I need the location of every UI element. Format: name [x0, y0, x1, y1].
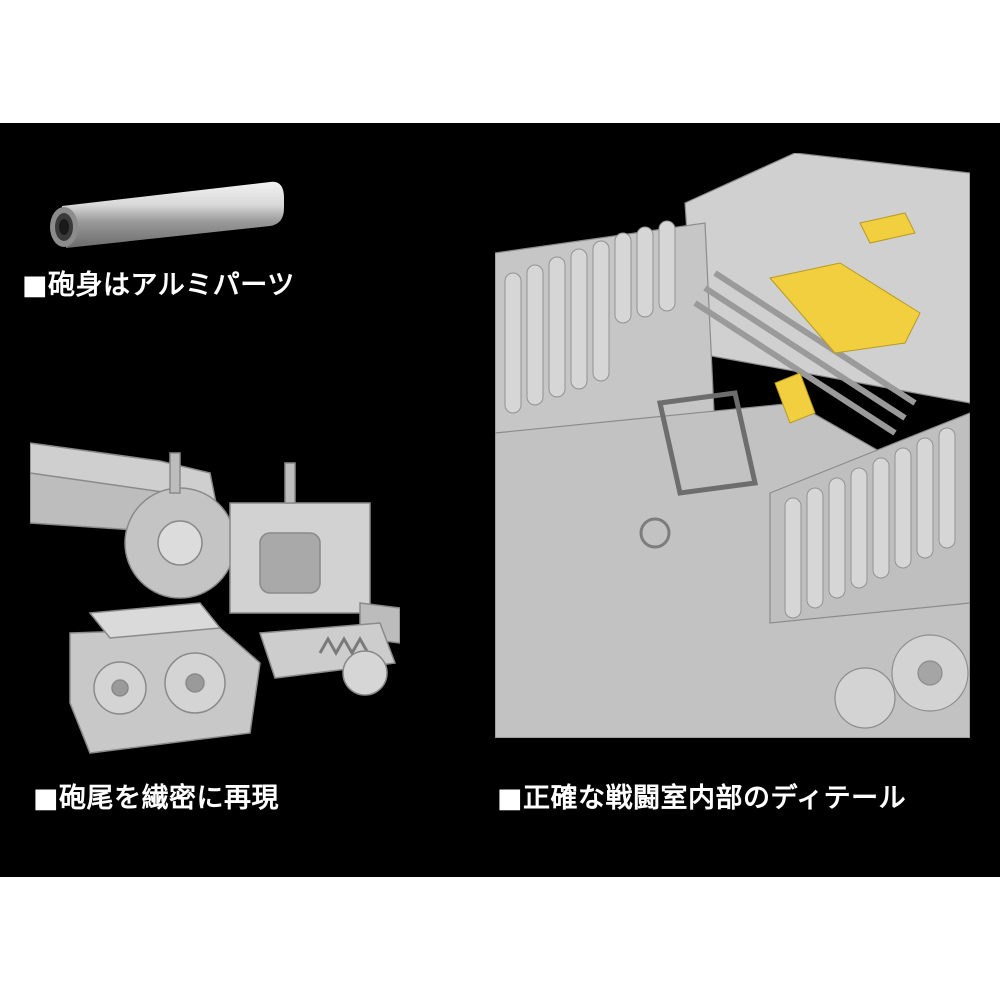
- aluminum-barrel-icon: [50, 181, 284, 248]
- interior-caption: ■正確な戦闘室内部のディテール: [497, 783, 907, 814]
- barrel-caption: ■砲身はアルミパーツ: [22, 270, 295, 301]
- gun-breech-illustration: [30, 442, 400, 754]
- breech-caption: ■砲尾を繊密に再現: [33, 783, 280, 814]
- dark-panel: ■砲身はアルミパーツ ■砲尾を繊密に再現: [0, 123, 1000, 877]
- fighting-compartment-illustration: [495, 153, 970, 738]
